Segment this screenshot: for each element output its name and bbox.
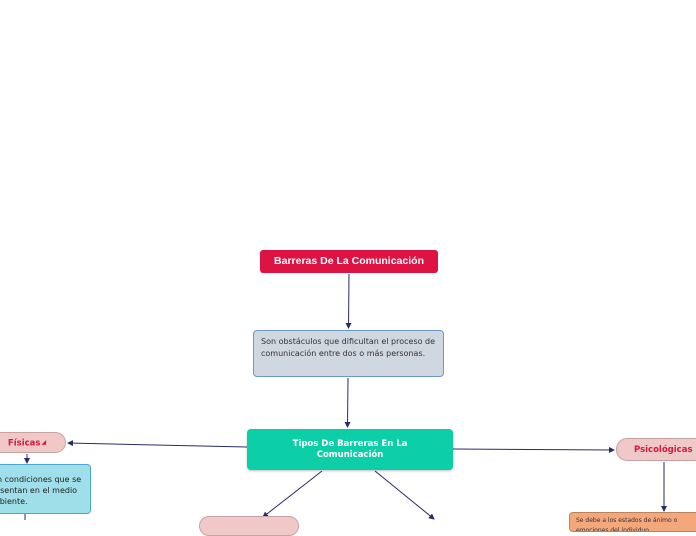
fisicas-node[interactable]: Físicas◢ — [0, 432, 66, 453]
types-node[interactable]: Tipos De Barreras En La Comunicación — [247, 429, 453, 470]
connector-types-to-fisicas — [67, 440, 248, 448]
psicologicas-node[interactable]: Psicológicas — [616, 438, 696, 461]
psicologicas-description-node[interactable]: Se debe a los estados de ánimo o emocion… — [569, 512, 696, 532]
connector-types-to-psicologicas — [452, 446, 615, 453]
collapse-triangle-icon: ◢ — [41, 439, 47, 446]
definition-node[interactable]: Son obstáculos que dificultan el proceso… — [253, 330, 444, 377]
connector-layer — [24, 273, 667, 520]
fisicas-description-node[interactable]: Son condiciones que se presentan en el m… — [0, 464, 91, 514]
connector-title-to-definition — [345, 273, 352, 329]
main-title-node[interactable]: Barreras De La Comunicación — [260, 250, 438, 273]
bottom-branch-node[interactable] — [199, 516, 299, 536]
psicologicas-label: Psicológicas — [634, 445, 693, 455]
fisicas-label: Físicas — [7, 438, 41, 449]
connector-types-to-bottom-right — [374, 470, 435, 520]
connector-definition-to-types — [344, 377, 351, 428]
connector-types-to-bottom-left — [262, 470, 323, 518]
